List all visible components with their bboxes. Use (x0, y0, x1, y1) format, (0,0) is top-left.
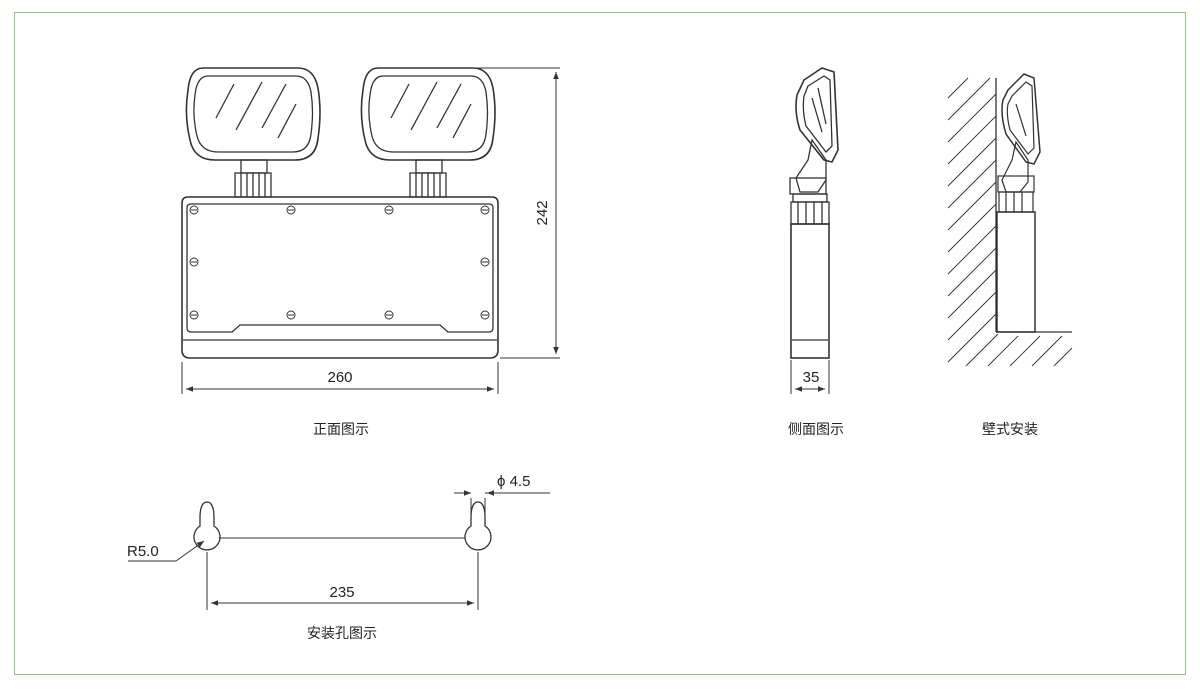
radius-leader (128, 540, 205, 562)
hole-diameter-label: ϕ 4.5 (497, 473, 530, 490)
battery-housing (181, 196, 499, 359)
front-width-dimension (181, 362, 499, 394)
front-height-dimension (470, 67, 560, 359)
front-view (181, 67, 560, 394)
hole-radius-label: R5.0 (127, 543, 159, 560)
front-screws (189, 205, 490, 320)
right-keyhole (464, 501, 492, 551)
wall-hatching (947, 77, 1073, 367)
side-depth-label: 35 (803, 369, 820, 386)
side-view (789, 67, 839, 394)
diameter-dimension (454, 490, 550, 514)
front-width-label: 260 (327, 369, 352, 386)
hole-spacing-label: 235 (329, 584, 354, 601)
wall-mount-view (947, 73, 1073, 367)
right-swivel-nut (409, 159, 447, 198)
mounting-holes-view (128, 490, 550, 610)
side-depth-dimension (790, 360, 830, 394)
side-view-caption: 侧面图示 (788, 422, 844, 438)
hole-spacing-dimension (206, 552, 479, 610)
left-keyhole (193, 501, 221, 551)
hole-view-caption: 安装孔图示 (307, 626, 377, 642)
drawing-frame (14, 12, 1186, 675)
front-view-caption: 正面图示 (313, 422, 369, 438)
front-height-label: 242 (534, 200, 551, 225)
wall-mount-caption: 壁式安装 (982, 422, 1038, 438)
right-lamp-head (360, 67, 496, 161)
left-lamp-head (185, 67, 321, 161)
left-swivel-nut (234, 159, 272, 198)
